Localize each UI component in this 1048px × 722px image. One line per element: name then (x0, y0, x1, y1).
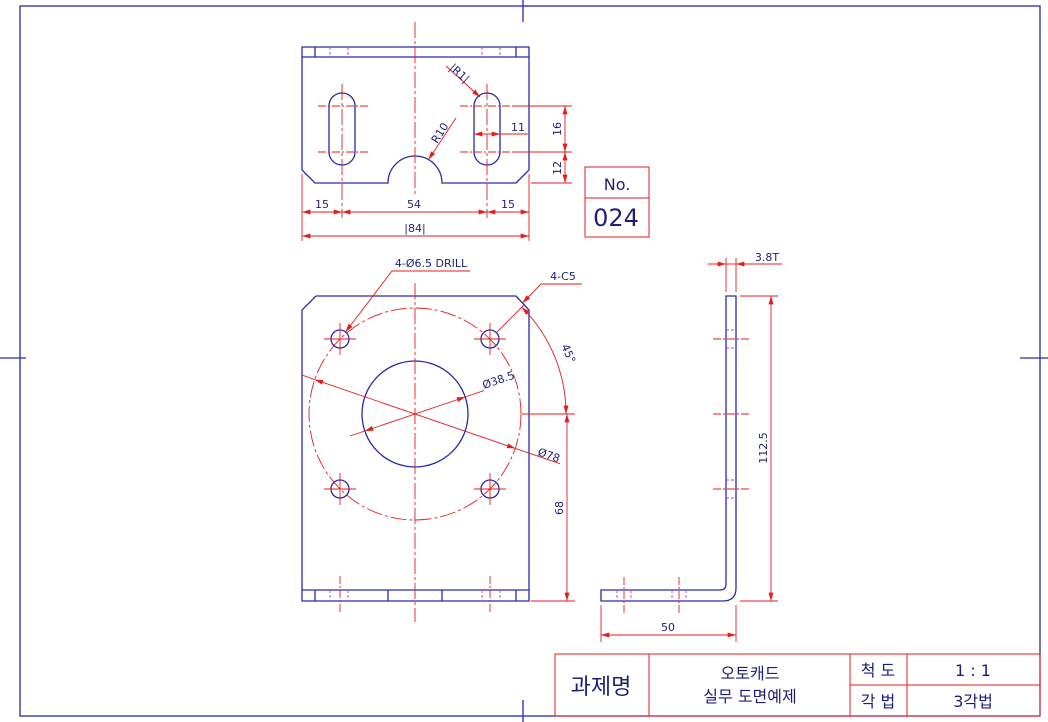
dim-text-angle: 45° (558, 342, 577, 365)
leader-notch-radius (428, 117, 457, 160)
project-title-line2: 실무 도면예제 (703, 687, 796, 706)
dim-text-leg-length: 50 (661, 621, 675, 634)
dim-text-thickness: 3.8T (755, 251, 779, 264)
top-view: 16 12 11 R10 |R1| 15 54 15 |84| (301, 22, 572, 241)
projection-label: 각 법 (861, 692, 896, 711)
front-view: Ø78 Ø38.5 45° 4-C5 4-Ø6.5 DRILL 68 (301, 257, 582, 622)
dim-text-bore: Ø38.5 (481, 369, 517, 392)
dim-text-right: 15 (501, 198, 515, 211)
dim-text-height-to-center: 68 (553, 501, 566, 515)
dim-text-slot-to-edge: 12 (551, 161, 564, 175)
project-label: 과제명 (571, 675, 632, 700)
side-view-outline (600, 295, 737, 602)
top-view-outline (301, 46, 530, 184)
dim-line-pcd-ext (515, 447, 561, 465)
leader-slot-radius (445, 65, 481, 98)
leader-chamfer (522, 283, 582, 304)
number-label: No. (604, 175, 631, 194)
drawing-number-box: No. 024 (584, 166, 650, 238)
number-value: 024 (593, 204, 639, 232)
dim-arc-angle (521, 306, 569, 415)
dim-text-left: 15 (315, 198, 329, 211)
side-view: 3.8T 112.5 50 (600, 251, 782, 642)
dim-line-bore-ext (465, 390, 485, 398)
dim-text-slot-spacing: 16 (551, 122, 564, 136)
title-block: 과제명 오토캐드 실무 도면예제 척 도 1 : 1 각 법 3각법 (554, 653, 1041, 717)
dim-line-bore-ext (349, 430, 365, 437)
dim-text-slot-radius: |R1| (447, 61, 472, 85)
dim-text-pcd: Ø78 (536, 446, 562, 466)
dim-line-bore (364, 396, 466, 432)
dim-text-middle: 54 (407, 198, 421, 211)
note-drill: 4-Ø6.5 DRILL (395, 257, 468, 270)
scale-value: 1 : 1 (955, 661, 991, 680)
bolt-pitch-circle (308, 307, 522, 521)
scale-label: 척 도 (861, 661, 896, 680)
projection-value: 3각법 (953, 692, 993, 711)
leader-drill (345, 270, 470, 333)
project-title-line1: 오토캐드 (721, 664, 780, 683)
number-box-border (584, 166, 650, 238)
dim-text-height: 112.5 (757, 432, 770, 464)
front-view-outline (301, 295, 530, 602)
dim-line-pcd-ext (301, 374, 315, 381)
dim-text-notch-radius: R10 (429, 120, 452, 145)
sheet-border (19, 5, 1041, 717)
dim-text-slot-width: 11 (511, 121, 525, 134)
extension-line-angle (496, 304, 525, 333)
note-chamfer: 4-C5 (550, 270, 576, 283)
dim-text-overall: |84| (404, 222, 425, 235)
